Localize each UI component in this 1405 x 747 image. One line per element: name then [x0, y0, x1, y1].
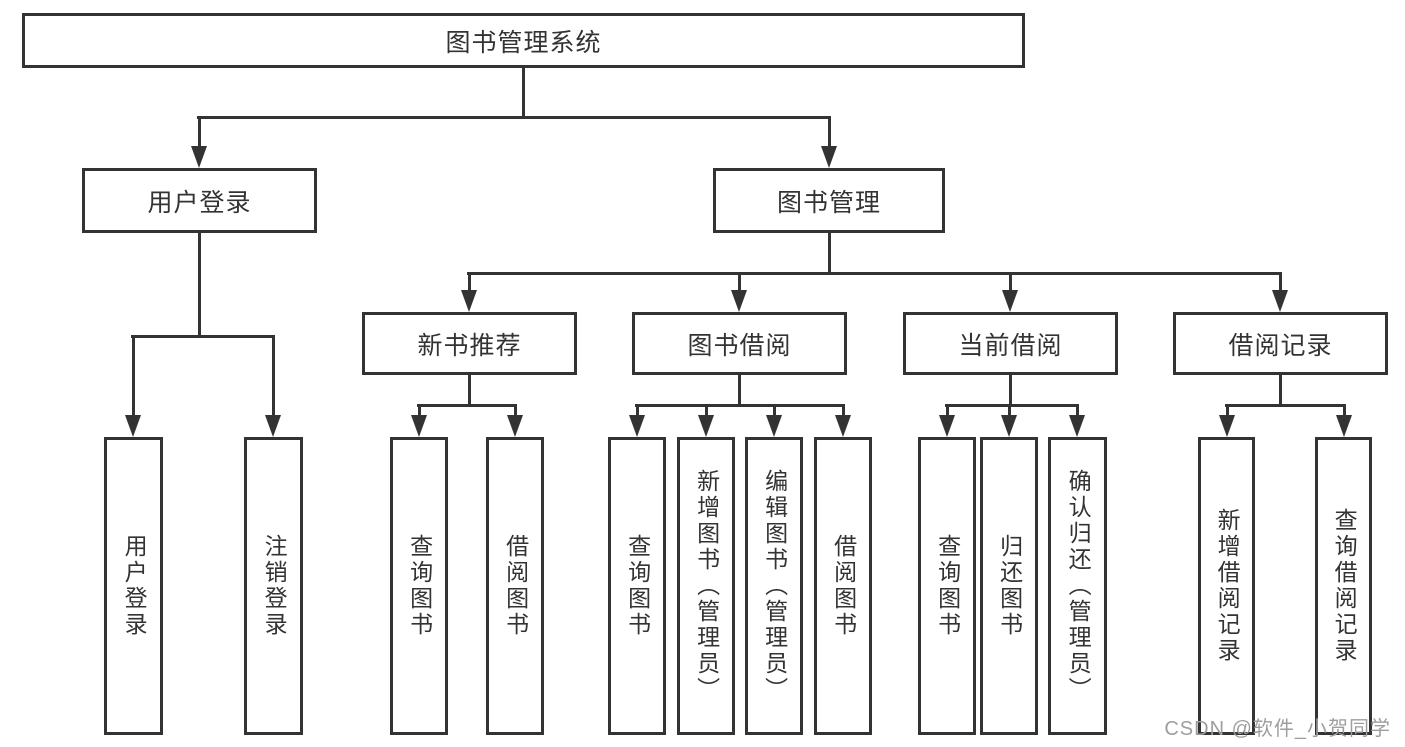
connector-line — [1225, 403, 1346, 407]
arrow-down-icon — [265, 415, 281, 437]
arrow-down-icon — [698, 415, 714, 437]
leaf-query-books-1: 查询图书 — [390, 437, 448, 735]
node-label: 用户登录 — [121, 534, 148, 638]
node-label: 编辑图书（管理员） — [761, 469, 788, 703]
node-new-book-recommendation: 新书推荐 — [362, 312, 577, 375]
connector-line — [1342, 405, 1346, 417]
connector-line — [1075, 405, 1079, 417]
arrow-down-icon — [1001, 415, 1017, 437]
arrow-down-icon — [1336, 415, 1352, 437]
leaf-return-books: 归还图书 — [980, 437, 1038, 735]
arrow-down-icon — [1002, 290, 1018, 312]
connector-line — [197, 115, 831, 119]
node-label: 确认归还（管理员） — [1065, 469, 1092, 703]
node-label: 图书管理系统 — [445, 28, 602, 57]
arrow-down-icon — [731, 290, 747, 312]
connector-line — [1278, 273, 1282, 292]
connector-line — [635, 405, 639, 417]
node-label: 查询借阅记录 — [1331, 508, 1358, 664]
connector-line — [467, 375, 471, 405]
connector-line — [271, 336, 275, 417]
node-label: 查询图书 — [406, 534, 433, 638]
node-label: 归还图书 — [996, 534, 1023, 638]
arrow-down-icon — [411, 415, 427, 437]
arrow-down-icon — [507, 415, 523, 437]
connector-line — [197, 233, 201, 336]
node-user-login: 用户登录 — [82, 168, 317, 233]
leaf-query-borrow-record: 查询借阅记录 — [1315, 437, 1372, 735]
node-label: 图书借阅 — [687, 331, 792, 360]
leaf-query-books-3: 查询图书 — [918, 437, 976, 735]
leaf-add-books-admin: 新增图书（管理员） — [677, 437, 735, 735]
connector-line — [131, 336, 135, 417]
node-borrow-records: 借阅记录 — [1173, 312, 1388, 375]
connector-line — [1007, 405, 1011, 417]
leaf-user-login: 用户登录 — [104, 437, 163, 735]
watermark: CSDN @软件_小贺同学 — [1164, 718, 1391, 740]
connector-line — [197, 117, 201, 148]
node-label: 查询图书 — [934, 534, 961, 638]
connector-line — [772, 405, 776, 417]
connector-line — [841, 405, 845, 417]
connector-line — [827, 233, 831, 273]
arrow-down-icon — [125, 415, 141, 437]
connector-line — [827, 117, 831, 148]
node-current-borrowing: 当前借阅 — [903, 312, 1118, 375]
connector-line — [737, 375, 741, 405]
leaf-logout: 注销登录 — [244, 437, 303, 735]
node-label: 查询图书 — [624, 534, 651, 638]
connector-line — [704, 405, 708, 417]
connector-line — [737, 273, 741, 292]
connector-line — [1225, 405, 1229, 417]
arrow-down-icon — [835, 415, 851, 437]
connector-line — [945, 405, 949, 417]
leaf-query-books-2: 查询图书 — [608, 437, 666, 735]
leaf-borrow-books-1: 借阅图书 — [486, 437, 544, 735]
leaf-borrow-books-2: 借阅图书 — [814, 437, 872, 735]
leaf-add-borrow-record: 新增借阅记录 — [1198, 437, 1255, 735]
arrow-down-icon — [1219, 415, 1235, 437]
arrow-down-icon — [766, 415, 782, 437]
arrow-down-icon — [1069, 415, 1085, 437]
node-label: 图书管理 — [776, 188, 881, 217]
connector-line — [945, 403, 1079, 407]
node-label: 借阅图书 — [830, 534, 857, 638]
connector-line — [417, 403, 517, 407]
arrow-down-icon — [191, 146, 207, 168]
node-label: 借阅记录 — [1228, 331, 1333, 360]
connector-line — [131, 334, 275, 338]
node-label: 新增借阅记录 — [1214, 508, 1241, 664]
connector-line — [635, 403, 845, 407]
leaf-edit-books-admin: 编辑图书（管理员） — [745, 437, 803, 735]
node-label: 借阅图书 — [502, 534, 529, 638]
connector-line — [467, 271, 1282, 275]
arrow-down-icon — [461, 290, 477, 312]
node-library-management-system: 图书管理系统 — [22, 13, 1025, 68]
node-label: 用户登录 — [147, 188, 252, 217]
node-label: 注销登录 — [261, 534, 288, 638]
node-book-management: 图书管理 — [713, 168, 945, 233]
arrow-down-icon — [629, 415, 645, 437]
connector-line — [1008, 273, 1012, 292]
arrow-down-icon — [1272, 290, 1288, 312]
connector-line — [1278, 375, 1282, 405]
node-label: 新书推荐 — [417, 331, 522, 360]
connector-line — [417, 405, 421, 417]
node-label: 新增图书（管理员） — [693, 469, 720, 703]
connector-line — [1008, 375, 1012, 405]
node-book-borrowing: 图书借阅 — [632, 312, 847, 375]
leaf-confirm-return-admin: 确认归还（管理员） — [1048, 437, 1107, 735]
arrow-down-icon — [821, 146, 837, 168]
connector-line — [521, 68, 525, 117]
connector-line — [513, 405, 517, 417]
node-label: 当前借阅 — [958, 331, 1063, 360]
connector-line — [467, 273, 471, 292]
arrow-down-icon — [939, 415, 955, 437]
